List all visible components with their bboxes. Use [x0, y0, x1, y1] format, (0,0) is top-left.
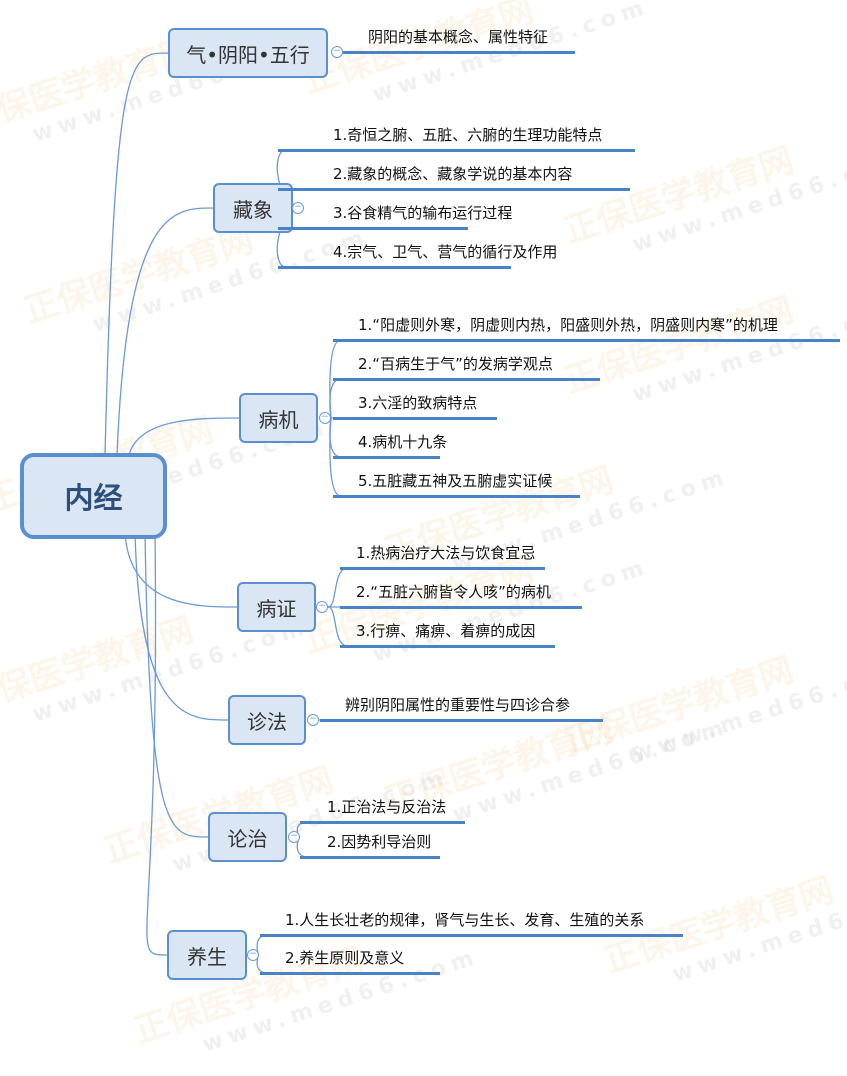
branch-connector [327, 606, 349, 647]
leaf-node[interactable]: 5.五脏藏五神及五腑虚实证候 [358, 472, 553, 490]
branch-connector [329, 417, 342, 458]
topic-node-0[interactable]: 气•阴阳•五行 [168, 28, 328, 78]
leaf-node[interactable]: 辨别阴阳属性的重要性与四诊合参 [345, 696, 571, 714]
leaf-node[interactable]: 1.热病治疗大法与饮食宜忌 [356, 544, 536, 562]
topic-node-6[interactable]: 养生 [167, 930, 247, 980]
leaf-underline [300, 821, 465, 824]
branch-connector [256, 954, 269, 974]
branch-connector [327, 567, 349, 608]
root-connector [124, 532, 238, 608]
root-connector [116, 207, 214, 456]
leaf-node[interactable]: 2.“百病生于气”的发病学观点 [358, 355, 553, 373]
leaf-node[interactable]: 1.正治法与反治法 [327, 798, 447, 816]
leaf-node[interactable]: 1.人生长壮老的规律，肾气与生长、发育、生殖的关系 [285, 911, 645, 929]
leaf-node[interactable]: 2.“五脏六腑皆令人咳”的病机 [356, 583, 551, 601]
leaf-underline [300, 856, 440, 859]
root-connector [144, 532, 209, 838]
leaf-underline [340, 606, 582, 609]
leaf-underline [320, 719, 603, 722]
collapse-toggle-icon[interactable]: − [247, 949, 259, 961]
leaf-node[interactable]: 4.病机十九条 [358, 433, 448, 451]
leaf-underline [333, 495, 580, 498]
leaf-underline [260, 972, 440, 975]
leaf-node[interactable]: 阴阳的基本概念、属性特征 [368, 28, 549, 46]
leaf-node[interactable]: 2.养生原则及意义 [285, 949, 405, 967]
root-connector [128, 417, 240, 456]
leaf-node[interactable]: 3.谷食精气的输布运行过程 [333, 204, 513, 222]
leaf-underline [278, 149, 635, 152]
leaf-node[interactable]: 2.藏象的概念、藏象学说的基本内容 [333, 165, 573, 183]
root-connector [134, 532, 229, 721]
leaf-underline [333, 378, 600, 381]
topic-node-5[interactable]: 论治 [208, 812, 287, 862]
collapse-toggle-icon[interactable]: − [288, 831, 300, 843]
branch-connector [329, 378, 342, 419]
leaf-node[interactable]: 4.宗气、卫气、营气的循行及作用 [333, 243, 558, 261]
collapse-toggle-icon[interactable]: − [316, 601, 328, 613]
root-node[interactable]: 内经 [20, 453, 167, 539]
root-connector [104, 52, 169, 456]
root-connector [146, 532, 168, 956]
leaf-node[interactable]: 1.“阳虚则外寒，阴虚则内热，阳盛则外热，阴盛则内寒”的机理 [358, 316, 778, 334]
leaf-underline [333, 339, 840, 342]
leaf-underline [333, 456, 440, 459]
collapse-toggle-icon[interactable]: − [319, 412, 331, 424]
topic-node-2[interactable]: 病机 [239, 393, 318, 443]
collapse-toggle-icon[interactable]: − [292, 202, 304, 214]
leaf-underline [278, 227, 468, 230]
leaf-node[interactable]: 1.奇恒之腑、五脏、六腑的生理功能特点 [333, 126, 603, 144]
collapse-toggle-icon[interactable]: − [331, 46, 343, 58]
leaf-underline [278, 188, 630, 191]
topic-node-3[interactable]: 病证 [237, 582, 316, 632]
topic-node-1[interactable]: 藏象 [213, 183, 293, 233]
leaf-node[interactable]: 3.六淫的致病特点 [358, 394, 478, 412]
leaf-underline [340, 645, 555, 648]
collapse-toggle-icon[interactable]: − [307, 714, 319, 726]
branch-connector [256, 934, 269, 956]
leaf-underline [260, 934, 683, 937]
leaf-underline [278, 266, 511, 269]
leaf-underline [333, 417, 497, 420]
topic-node-4[interactable]: 诊法 [228, 695, 306, 745]
leaf-underline [340, 567, 545, 570]
leaf-node[interactable]: 3.行痹、痛痹、着痹的成因 [356, 622, 536, 640]
leaf-underline [343, 51, 575, 54]
leaf-node[interactable]: 2.因势利导治则 [327, 833, 432, 851]
branch-connector [329, 417, 342, 497]
